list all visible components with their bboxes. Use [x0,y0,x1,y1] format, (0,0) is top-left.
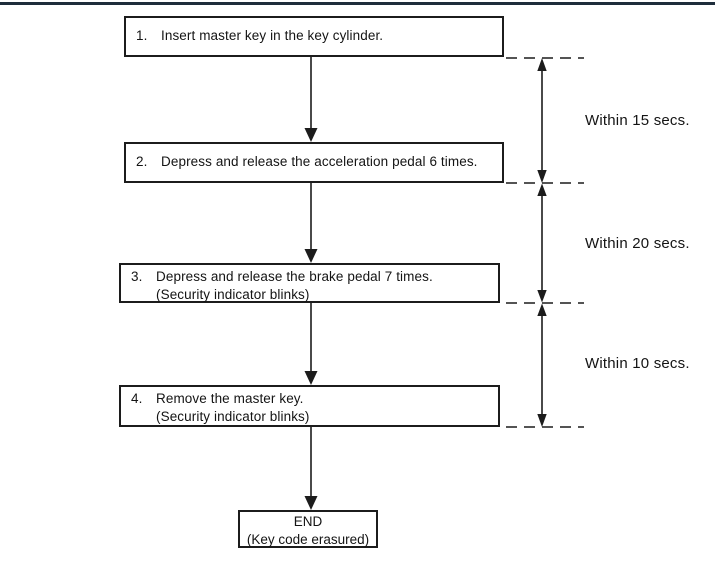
step-4-note: (Security indicator blinks) [156,409,310,425]
timing-span-10s [537,303,547,427]
arrow-step2-to-step3 [304,183,318,263]
step-3-note: (Security indicator blinks) [156,287,310,303]
step-4-number: 4. [131,391,143,406]
end-title: END [293,514,323,529]
timing-label-15s: Within 15 secs. [585,112,690,129]
step-3-number: 3. [131,269,143,284]
end-box: END (Key code erasured) [238,510,378,548]
timing-span-20s [537,183,547,303]
arrow-step3-to-step4 [304,303,318,385]
arrow-step4-to-end [304,427,318,510]
dashed-reference-lines [506,57,584,428]
step-2-number: 2. [136,154,148,170]
end-subtitle: (Key code erasured) [246,531,370,547]
step-4-text: Remove the master key. [156,391,304,406]
step-3-text: Depress and release the brake pedal 7 ti… [156,269,433,284]
timing-label-20s: Within 20 secs. [585,235,690,252]
step-box-4: 4. Remove the master key. (Security indi… [119,385,500,427]
timing-label-10s: Within 10 secs. [585,355,690,372]
step-box-1: 1. Insert master key in the key cylinder… [124,16,504,57]
timing-span-15s [537,58,547,183]
step-2-text: Depress and release the acceleration ped… [161,154,478,170]
step-1-text: Insert master key in the key cylinder. [161,28,384,44]
top-divider-rule [0,2,715,5]
step-box-3: 3. Depress and release the brake pedal 7… [119,263,500,303]
arrow-step1-to-step2 [304,57,318,142]
step-box-2: 2. Depress and release the acceleration … [124,142,504,183]
step-1-number: 1. [136,28,148,44]
